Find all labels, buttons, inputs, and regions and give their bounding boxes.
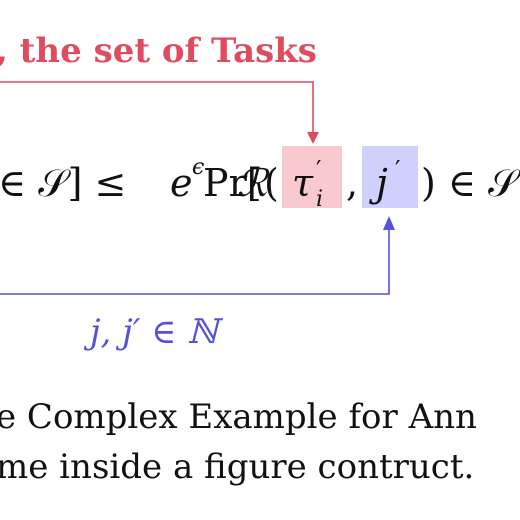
j-highlight-box: [362, 146, 418, 208]
equation-close-part: ) ∈ 𝒮]: [421, 161, 520, 205]
equation-j-prime: ′: [395, 156, 400, 184]
tau-highlight-box: [282, 146, 342, 208]
caption-line-2: me inside a figure contruct.: [0, 447, 474, 487]
equation-script-r: ℛ: [237, 161, 270, 205]
j-annotation-arrow-line: [0, 226, 390, 295]
equation-open-paren: (: [264, 161, 279, 205]
equation-exp-base: e: [170, 161, 193, 205]
tasks-arrowhead-icon: [307, 132, 319, 144]
equation-left-part: ∈ 𝒮] ≤: [0, 161, 126, 205]
tasks-annotation-arrow-line: [0, 81, 314, 140]
equation-exp-sup: ϵ: [192, 155, 204, 180]
equation-tau: τ: [292, 161, 314, 205]
j-arrowhead-icon: [383, 216, 395, 230]
naturals-annotation-label: j, j′ ∈ ℕ: [83, 312, 223, 352]
tasks-annotation-label: , the set of Tasks: [0, 31, 317, 71]
caption-line-1: e Complex Example for Ann: [0, 397, 477, 437]
equation-pr: Pr[: [203, 161, 262, 205]
equation-tau-prime: ′: [316, 156, 321, 184]
equation-comma: ,: [346, 161, 358, 205]
equation-tau-sub: i: [316, 187, 323, 212]
